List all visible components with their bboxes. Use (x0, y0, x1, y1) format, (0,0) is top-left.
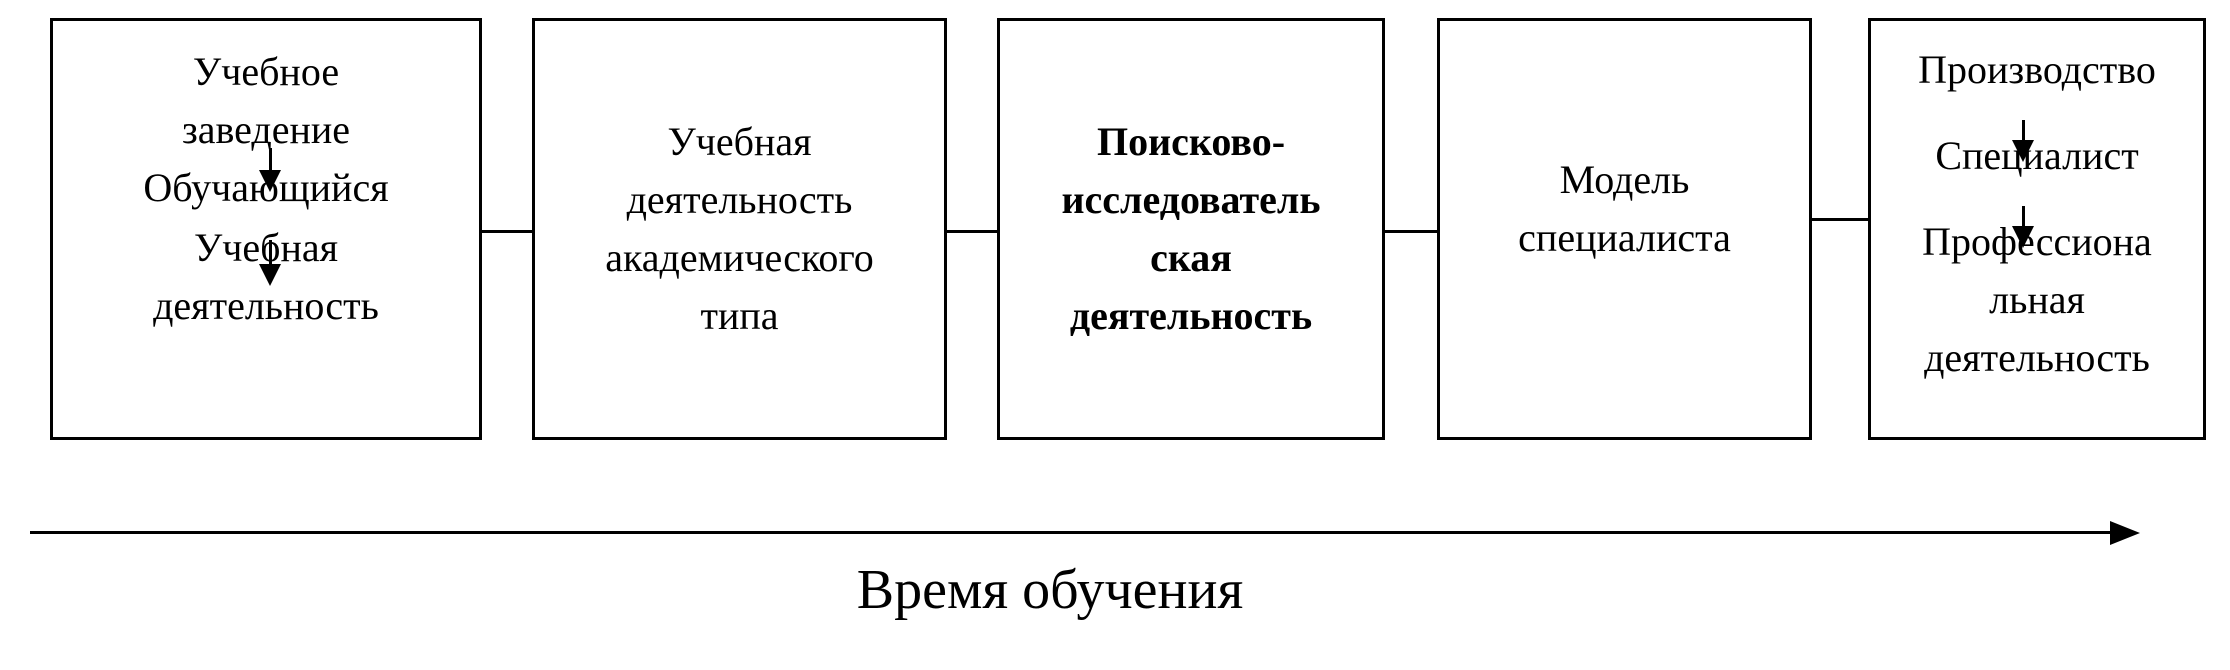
block-5-line-4: льная (1989, 277, 2085, 322)
block-1-line-2: заведение (181, 107, 351, 152)
block-2-line-3: академического (605, 235, 874, 280)
block-5-line-5: деятельность (1924, 335, 2150, 380)
block-specialist-model: Модель специалиста (1437, 18, 1812, 440)
block-5-line-1: Производство (1918, 47, 2156, 92)
block-4-line-2: специалиста (1518, 215, 1731, 260)
block-research-activity: Поисково- исследователь ская деятельност… (997, 18, 1385, 440)
connector-line (947, 230, 997, 233)
block-1-line-5: деятельность (153, 283, 379, 328)
arrow-right-icon (2110, 521, 2140, 545)
block-4-line-1: Модель (1559, 157, 1690, 202)
block-1-line-4: Учебная (193, 225, 339, 270)
time-axis-label: Время обучения (856, 559, 1244, 621)
block-3-line-1: Поисково- (1096, 119, 1286, 164)
block-1-line-1: Учебное (192, 49, 340, 94)
block-3-line-3: ская (1150, 235, 1232, 280)
block-2-line-2: деятельность (626, 177, 853, 222)
connector-line (482, 230, 532, 233)
block-3-line-2: исследователь (1061, 177, 1321, 222)
block-5-line-3: Профессиона (1922, 219, 2152, 264)
time-axis-arrow (30, 518, 2140, 548)
block-5-line-2: Специалист (1935, 133, 2139, 178)
block-educational-institution: Учебное заведение Обучающийся Учебная де… (50, 18, 482, 440)
connector-line (1385, 230, 1437, 233)
time-axis-line (30, 531, 2115, 534)
block-2-line-4: типа (700, 293, 779, 338)
block-academic-activity: Учебная деятельность академического типа (532, 18, 947, 440)
block-2-line-1: Учебная (667, 119, 812, 164)
connector-line (1812, 218, 1868, 221)
block-production: Производство Специалист Профессиона льна… (1868, 18, 2206, 440)
block-3-line-4: деятельность (1069, 293, 1313, 338)
